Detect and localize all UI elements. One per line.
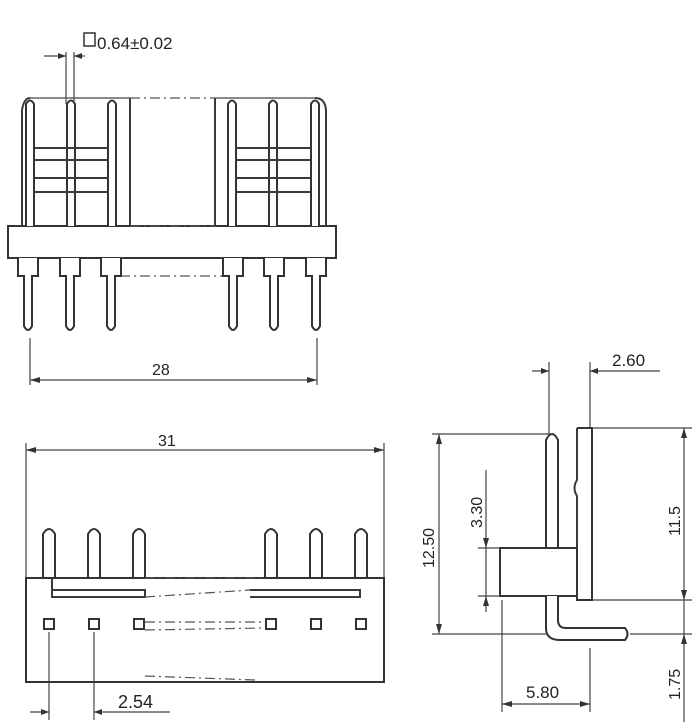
side-depth-label: 5.80 (526, 683, 559, 702)
front-view-housing (25, 577, 385, 683)
top-view-housing (7, 225, 337, 259)
top-width-label: 28 (152, 362, 170, 379)
side-tail-label: 1.75 (667, 669, 684, 700)
front-width-label: 31 (158, 433, 176, 450)
break-line (144, 627, 266, 631)
pin-square-dimension: 0.64±0.02 (44, 32, 173, 104)
side-height-total-dimension: 12.50 (421, 433, 552, 635)
break-line (144, 675, 256, 681)
side-depth-dimension: 5.80 (501, 600, 591, 712)
pad (355, 618, 367, 630)
side-tail-dimension: 1.75 (630, 600, 692, 722)
pin (107, 99, 117, 226)
side-top-dimension: 2.60 (532, 351, 660, 440)
square-symbol (83, 32, 96, 47)
pin (227, 99, 237, 226)
break-line (144, 589, 251, 598)
top-width-dimension: 28 (29, 338, 318, 385)
pin (268, 99, 278, 226)
pitch-dimension: 2.54 (30, 632, 170, 720)
pad (310, 618, 322, 630)
front-view-pads (43, 618, 367, 630)
top-view-upper-pins (25, 99, 320, 226)
side-height-upper-dimension: 3.30 (469, 470, 500, 612)
front-view-pins (42, 528, 368, 578)
top-view-frame (21, 97, 327, 226)
pin-square-label: 0.64±0.02 (97, 34, 173, 53)
side-height-upper-label: 3.30 (469, 497, 486, 528)
front-view: 31 (25, 433, 385, 720)
pin (310, 99, 320, 226)
pin (66, 99, 76, 226)
side-pin-upper (545, 433, 559, 548)
side-latch (573, 428, 578, 548)
side-pin-tail (545, 596, 629, 641)
side-view: 2.60 12.50 3.30 (421, 351, 692, 722)
side-height-right-dimension: 11.5 (592, 427, 692, 601)
side-height-total-label: 12.50 (421, 528, 438, 568)
latch-right (250, 589, 361, 598)
pin (25, 99, 35, 226)
top-view-lower-pins (17, 258, 327, 331)
side-top-label: 2.60 (612, 351, 645, 370)
pad (133, 618, 145, 630)
pad (43, 618, 55, 630)
top-view: 0.64±0.02 28 (7, 32, 337, 385)
front-width-dimension: 31 (25, 433, 385, 580)
pad (265, 618, 277, 630)
pitch-label: 2.54 (118, 692, 153, 712)
side-housing (499, 427, 593, 601)
side-height-right-label: 11.5 (667, 506, 684, 536)
pad (88, 618, 100, 630)
